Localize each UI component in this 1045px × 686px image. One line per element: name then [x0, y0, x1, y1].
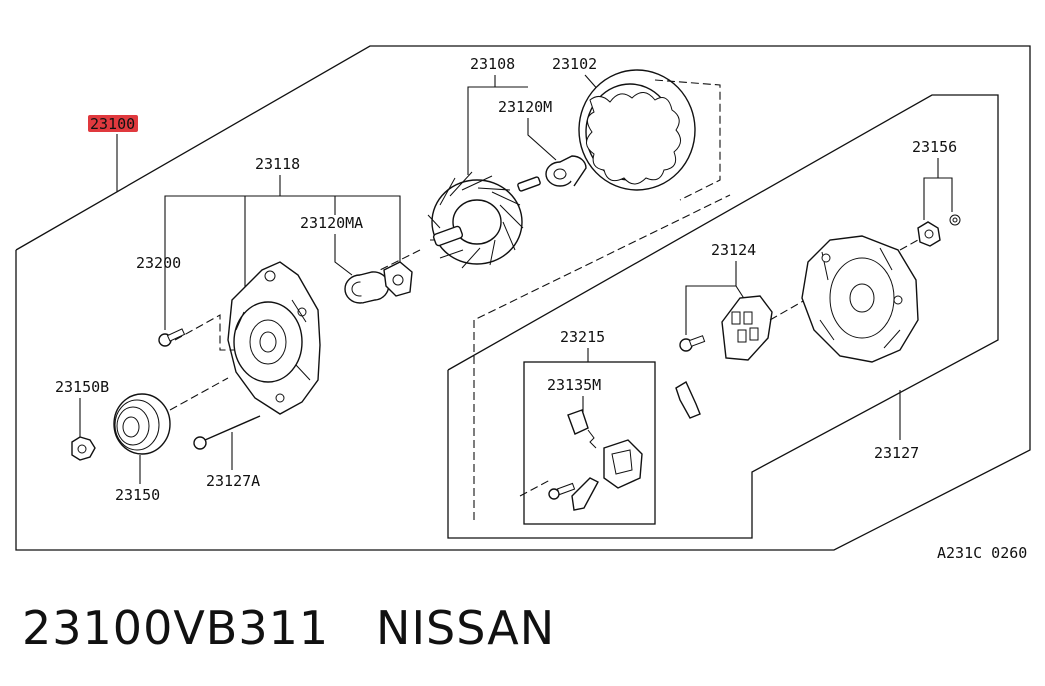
part-regulator[interactable]: 23124 — [675, 241, 806, 419]
bolt-front-icon — [158, 328, 186, 347]
exploded-parts-diagram: 23100 23108 23120M 23102 — [15, 45, 1031, 562]
rear-assembly-frame — [447, 94, 999, 539]
part-through-bolt[interactable]: 23127A — [193, 415, 261, 490]
regulator-icon — [675, 295, 773, 419]
part-number-line: 23100VB311 NISSAN — [22, 598, 555, 658]
through-bolt-icon — [193, 415, 261, 450]
callout-23120MA-label: 23120MA — [300, 214, 363, 232]
callout-highlight — [88, 115, 138, 132]
callout-23100-label: 23100 — [90, 115, 135, 133]
callout-23127A-label: 23127A — [206, 472, 260, 490]
bearing-rear-icon — [545, 155, 587, 187]
callout-23215-label: 23215 — [560, 328, 605, 346]
pulley-icon — [113, 393, 171, 455]
callout-23150-label: 23150 — [115, 486, 160, 504]
brush-holder-icon — [548, 409, 643, 511]
part-rotor[interactable]: 23108 — [379, 55, 541, 271]
stator-icon — [578, 69, 696, 191]
outer-frame — [15, 45, 1031, 551]
part-rear-nut-set[interactable]: 23156 — [899, 138, 961, 251]
callout-23156-label: 23156 — [912, 138, 957, 156]
pulley-nut-icon — [71, 436, 96, 461]
diagram-reference-code: A231C 0260 — [937, 544, 1027, 562]
part-number: 23100VB311 — [22, 601, 330, 655]
bearing-front-icon — [344, 261, 413, 304]
part-pulley-nut[interactable]: 23150B — [55, 378, 109, 461]
callout-23100[interactable]: 23100 — [88, 115, 138, 192]
part-bearing-front[interactable]: 23120MA — [300, 214, 413, 304]
part-front-bracket[interactable]: 23118 — [164, 155, 401, 415]
callout-23127-label: 23127 — [874, 444, 919, 462]
callout-23102-label: 23102 — [552, 55, 597, 73]
callout-23200-label: 23200 — [136, 254, 181, 272]
callout-23120M-label: 23120M — [498, 98, 552, 116]
callout-23150B-label: 23150B — [55, 378, 109, 396]
front-bracket-icon — [227, 261, 321, 415]
part-bolt-front[interactable]: 23200 — [136, 254, 186, 347]
callout-23118-label: 23118 — [255, 155, 300, 173]
callout-23108-label: 23108 — [470, 55, 515, 73]
part-brush-holder-kit[interactable]: 23215 23135M — [473, 194, 731, 525]
rear-bracket-icon — [801, 235, 919, 363]
brand-name: NISSAN — [376, 601, 556, 655]
rotor-icon — [427, 171, 541, 269]
part-bearing-rear[interactable]: 23120M — [498, 98, 587, 187]
part-rear-bracket[interactable]: 23127 — [801, 235, 919, 462]
rear-nut-icon — [917, 214, 961, 247]
part-pulley[interactable]: 23150 — [113, 377, 229, 504]
brush-kit-box — [523, 361, 656, 525]
part-stator[interactable]: 23102 — [552, 55, 721, 201]
callout-23135M-label: 23135M — [547, 376, 601, 394]
callout-23124-label: 23124 — [711, 241, 756, 259]
